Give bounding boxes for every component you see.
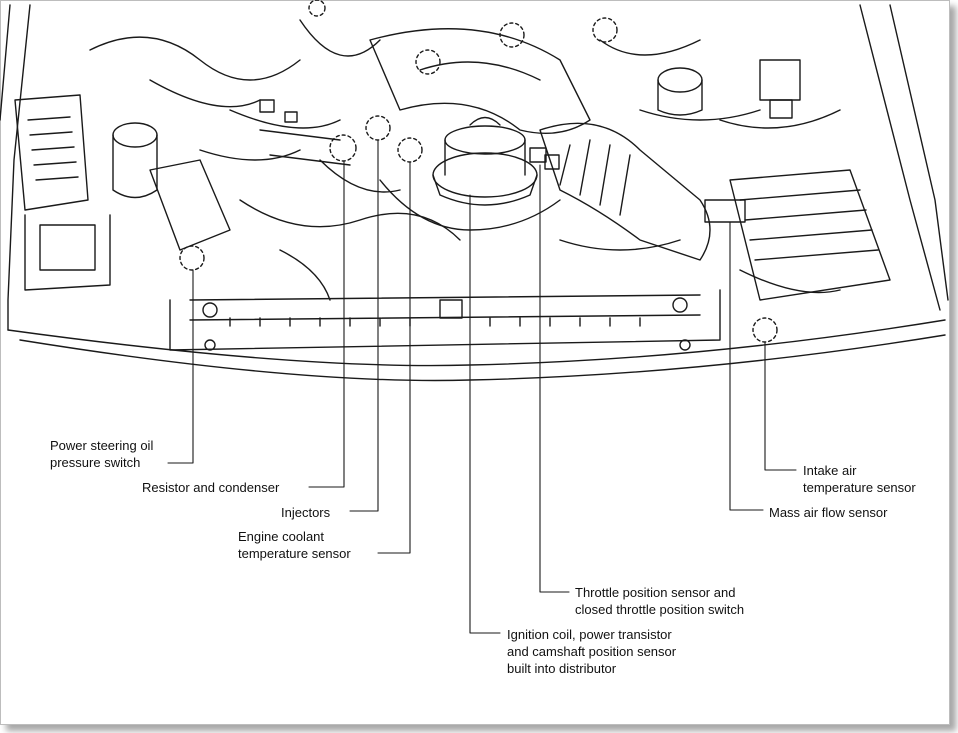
air-intake-duct [539, 122, 711, 261]
ignition-coil-label: Ignition coil, power transistor and cams… [507, 627, 677, 676]
throttle-position-label: Throttle position sensor and closed thro… [575, 585, 745, 617]
engine-coolant-label: Engine coolant temperature sensor [238, 529, 351, 561]
leader-resistor [308, 160, 345, 488]
distributor [432, 116, 538, 206]
power-steering-label: Power steering oil pressure switch [50, 438, 154, 470]
leader-engine-coolant [377, 161, 411, 554]
master-cylinder [657, 59, 801, 116]
leader-intake-air [764, 341, 797, 471]
leader-injectors [349, 139, 379, 512]
connectors [259, 99, 793, 223]
intake-plenum [369, 28, 591, 135]
leader-ignition-coil [469, 194, 501, 634]
leader-mass-air-flow [729, 221, 764, 511]
resistor-label: Resistor and condenser [142, 480, 280, 495]
reservoir [112, 122, 231, 251]
leader-throttle-position [539, 164, 570, 593]
air-cleaner [729, 169, 891, 301]
intake-air-label: Intake air temperature sensor [803, 463, 916, 495]
mass-air-flow-label: Mass air flow sensor [769, 505, 888, 520]
fender-outline [0, 4, 949, 382]
radiator-support [169, 289, 721, 351]
fuse-box [14, 94, 111, 291]
leader-lines [167, 139, 797, 634]
injectors-label: Injectors [281, 505, 331, 520]
hoses [89, 19, 841, 301]
callout-markers [179, 0, 778, 343]
leader-power-steering [167, 269, 194, 464]
